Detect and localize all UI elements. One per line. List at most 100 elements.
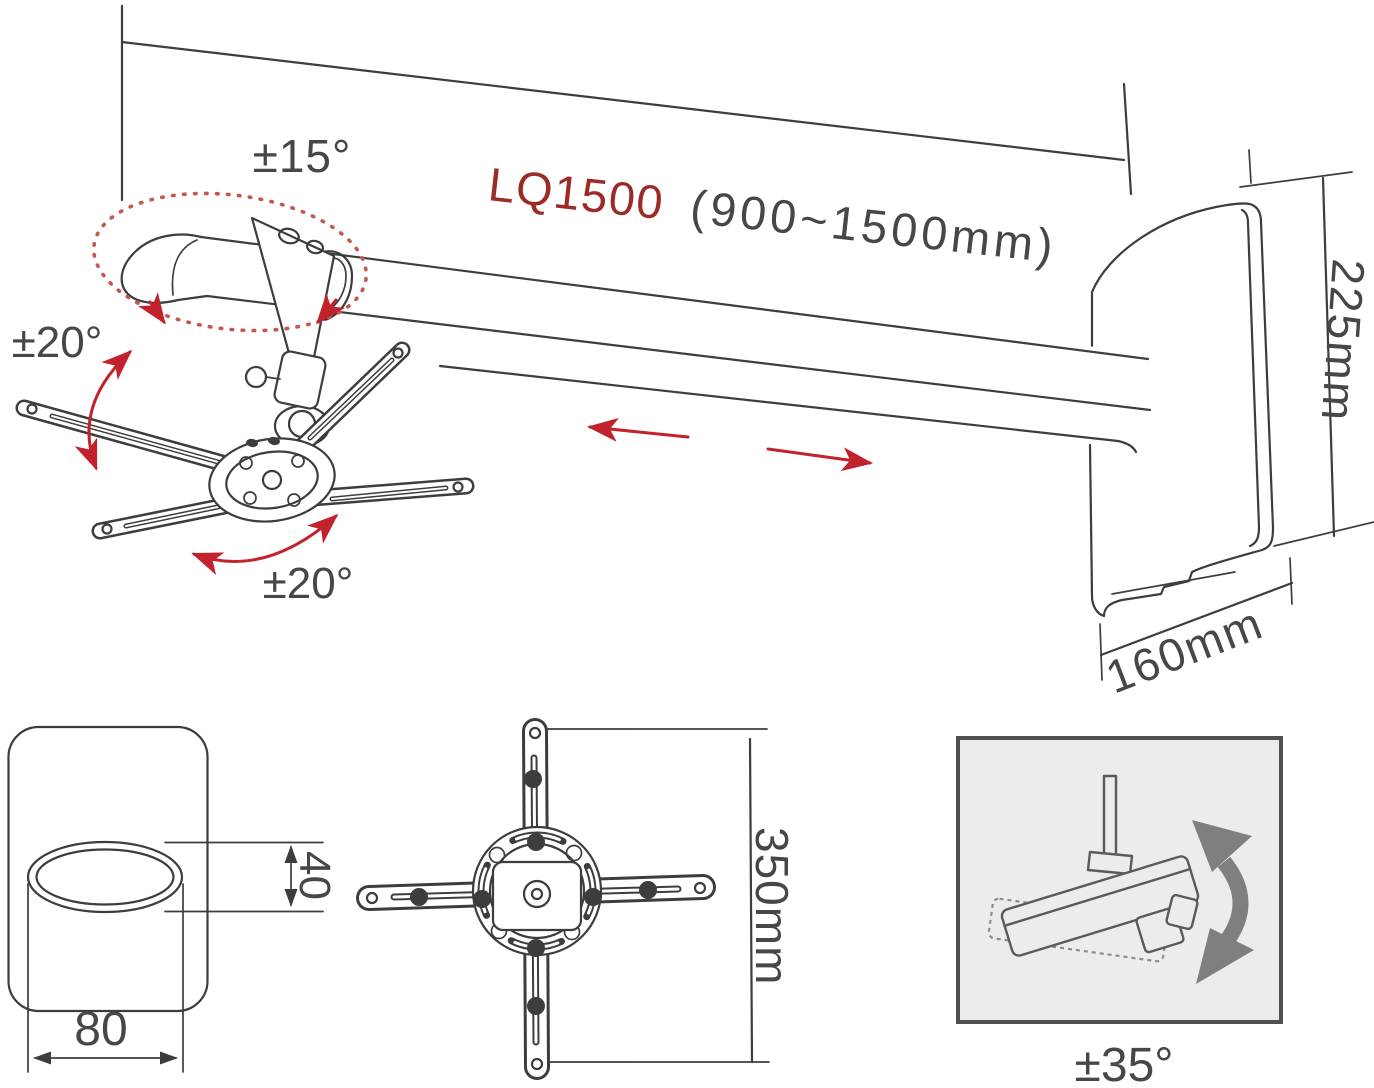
pan-arc-arrow [191,514,339,575]
spider-arm-lower-right [303,477,475,507]
hub-hole [243,491,257,505]
hub-hole [291,454,305,468]
adjust-screw [527,939,545,957]
wall-plate-outline [1088,202,1275,618]
swivel-arrow-right [316,292,346,325]
length-ext-line-right [1122,82,1133,196]
clamp-plate [250,216,336,410]
clamp-plate-hole [306,239,324,255]
hub-corner-hole [565,844,583,862]
height-ext-top [1248,149,1252,184]
arm-tip-hole [26,403,38,415]
wall-plate-inner-edge [1240,208,1261,548]
length-range-label: (900~1500mm) [688,180,1060,273]
tilt-angle-lower-label: ±20° [263,559,354,608]
clamp-plate-hole [278,227,300,245]
depth-ext-right [1289,557,1293,605]
tube-end-cap-inner [171,239,198,296]
projector-bar [1000,855,1200,957]
roll-arrow-arc [1217,857,1249,947]
wall-plate-3d [1088,202,1275,618]
wall-plate-face-view [7,725,324,1073]
arm-tip-hole [452,481,464,493]
wall-plate-bottom-inner-line [1111,571,1236,595]
spider-top-view [356,718,770,1080]
depth-dimension-line [1099,581,1294,657]
hub-arc-slots [477,831,597,951]
depth-ext-left [1099,623,1103,681]
arm-tip-hole [101,523,113,535]
arm-tip-hole [392,347,404,359]
tube-end-cap [120,233,209,304]
wall-plate-height-dim: 225mm [1312,257,1374,424]
arm-tip-hole [528,726,542,740]
slot-inner [35,848,175,906]
swivel-path-dotted-ellipse [91,191,369,333]
roll-arrow-head-top [1192,820,1252,872]
adjust-screw [524,770,542,788]
hub-hole [287,493,301,507]
adjust-knob [244,365,268,389]
spider-span-dimension [545,728,770,1064]
spider-top-hub [471,825,603,957]
title: LQ1500 (900~1500mm) [486,157,1060,272]
hub-hole [239,456,253,470]
projector-bar-edge-line [1005,868,1190,927]
spider-arm-upper-right [287,341,411,461]
hub-corner-hole [488,846,506,864]
joint-block-body [273,350,327,410]
roll-arrow-icon [1192,820,1254,984]
spider-hub-3d [208,436,336,523]
tube-overlap-mask [1055,342,1150,460]
adjust-screw [527,833,545,851]
height-tick-bottom [1273,521,1374,547]
tilt-angle-upper-label: ±20° [12,318,103,367]
roll-angle-label: ±35° [1075,1039,1174,1088]
plate-face-outline [7,725,209,1013]
arm-tip-hole [365,891,379,905]
tube-back-bottom-line [438,364,1138,454]
motion-annotations [74,191,873,575]
hub-center-hole [261,469,283,491]
hub-center-hole [522,879,552,909]
swivel-angle-label: ±15° [253,130,352,182]
wall-plate-depth-dim: 160mm [1099,596,1270,703]
slot-outer [26,840,184,914]
swivel-arrow-left [138,292,166,325]
height-dimension-line [1321,176,1336,538]
adjust-screw [473,890,491,908]
length-dimension [120,4,1133,202]
tube-front-bottom-line [205,294,1152,412]
roll-arrow-head-bottom [1196,928,1254,984]
arm-tip-hole [693,881,707,895]
plate-depth-dimension [1099,557,1294,681]
spider-arm-left [15,399,249,477]
rod-connector [1086,850,1134,876]
length-dimension-line [120,40,1126,162]
hub-center-pin [530,887,544,901]
hub-inner [225,450,319,510]
hub-screw [268,436,280,446]
arm-tip-hole [530,1057,544,1071]
slot-width-dim: 80 [74,1003,127,1056]
tilt-arc-arrow [74,349,133,471]
hinge-block-small [1165,893,1199,931]
extend-arrow-right [766,447,873,472]
span-dimension-line [748,737,754,1064]
joint-block [273,350,327,410]
adjust-screw [410,888,428,906]
slot-height-dim: 40 [290,851,339,900]
adjust-screw [527,997,545,1015]
model-label: LQ1500 [486,157,667,229]
adjust-screw [639,881,657,899]
hub-screw [246,438,258,448]
roll-tilt-inset [956,736,1283,1024]
plate-height-dimension [1239,149,1374,547]
height-tick-top [1239,171,1353,188]
spider-span-dim: 350mm [746,827,798,985]
mount-rod [1102,774,1118,858]
tube-top-line [199,235,1150,361]
knob-link-line [265,376,281,380]
